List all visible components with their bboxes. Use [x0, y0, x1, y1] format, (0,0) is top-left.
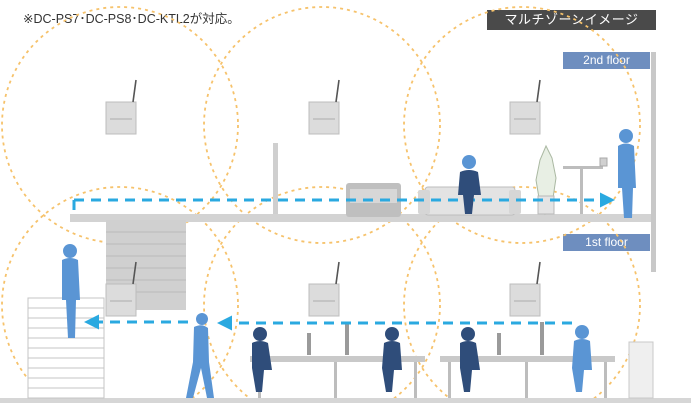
zone-ring [203, 6, 441, 244]
building-structure [0, 52, 691, 403]
zone-ring [1, 6, 239, 244]
monitor [497, 333, 501, 355]
antenna-unit [509, 261, 541, 317]
monitor [345, 322, 349, 355]
person-desk [252, 327, 272, 392]
cabinet [628, 341, 654, 399]
office-desks [250, 322, 615, 398]
floor-label-2nd: 2nd floor [563, 52, 650, 69]
person-on-stairs [62, 244, 80, 338]
person-walking [186, 313, 214, 398]
stair-block [106, 220, 186, 310]
desk-row [440, 356, 615, 362]
monitor [307, 333, 311, 355]
zone-ring [403, 6, 641, 244]
antenna-unit [308, 79, 340, 135]
diagram-title: マルチゾーンイメージ [487, 10, 656, 30]
zone-ring [1, 186, 239, 403]
movement-arrows [72, 192, 615, 331]
person-desk [460, 327, 480, 392]
desk-row [250, 356, 425, 362]
exterior-wall [651, 52, 656, 272]
zone-ring [203, 186, 441, 403]
floor-label-1st: 1st floor [563, 234, 650, 251]
antenna-unit [308, 261, 340, 317]
partition-wall [273, 143, 278, 214]
floor-slab [70, 214, 656, 222]
ground-line [0, 398, 691, 403]
zone-ring [403, 186, 641, 403]
staircase [27, 297, 105, 399]
monitor [540, 322, 544, 355]
person-desk-phone [572, 325, 592, 392]
person-seated-sofa [458, 155, 481, 214]
person-standing-phone [618, 129, 636, 218]
people [62, 129, 636, 398]
person-desk [382, 327, 402, 392]
zone-rings [1, 6, 641, 403]
side-table [563, 166, 603, 169]
antenna-unit [509, 79, 541, 135]
antenna-unit [105, 79, 137, 135]
